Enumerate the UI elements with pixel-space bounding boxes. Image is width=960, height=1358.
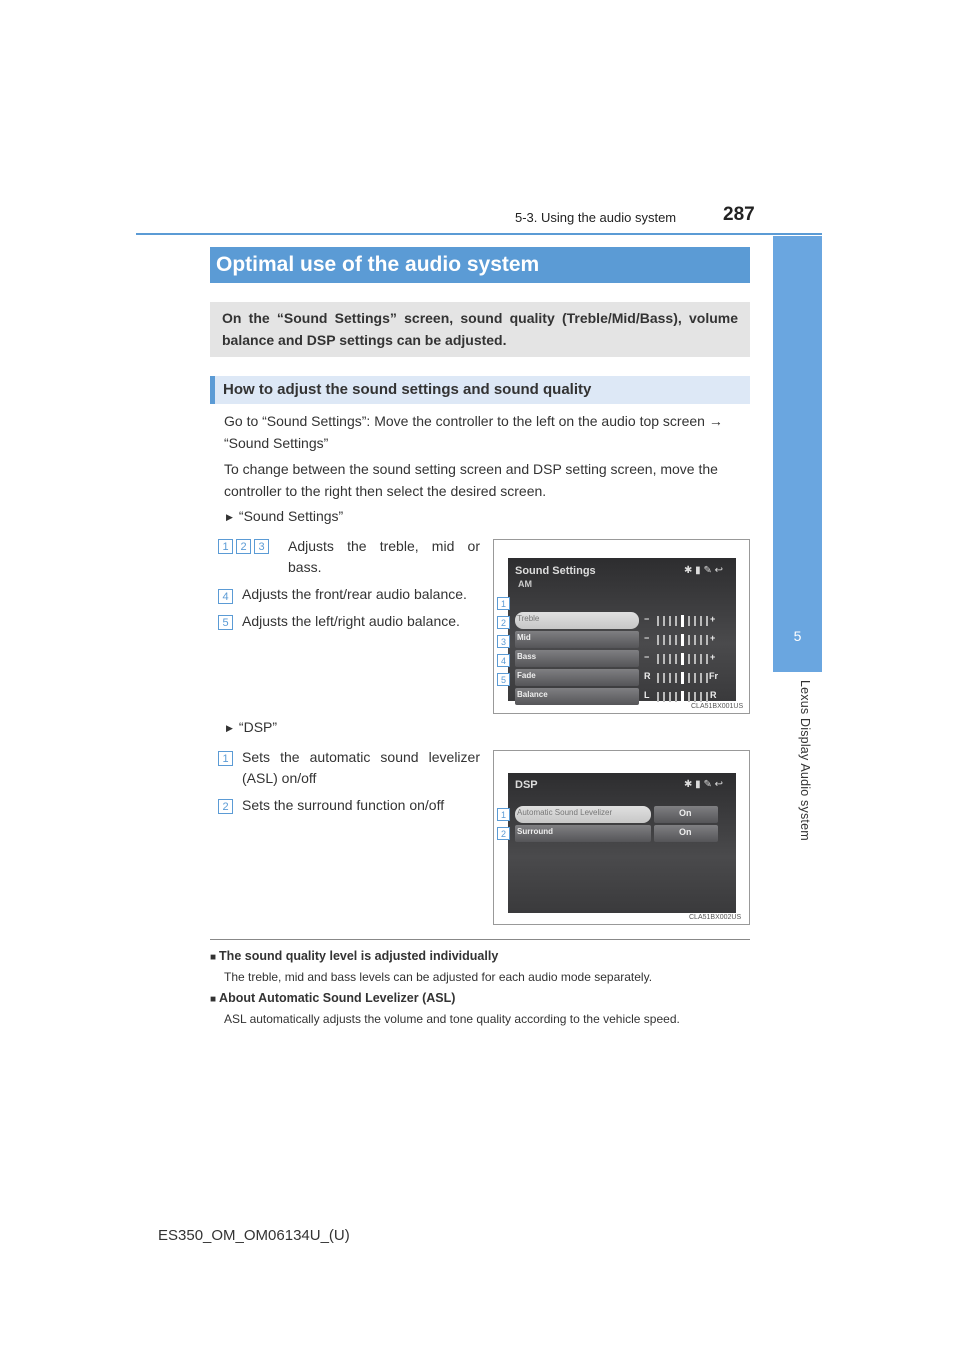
bullet-dsp: ▶“DSP”	[226, 719, 278, 735]
callout-number: 4	[497, 654, 510, 667]
page-title: Optimal use of the audio system	[210, 247, 750, 283]
row-treble[interactable]: Treble − +	[515, 612, 715, 629]
row-label: Mid	[517, 633, 531, 642]
minus-sign: −	[644, 614, 650, 624]
item-4-text: Adjusts the front/rear audio balance.	[242, 586, 467, 602]
row-label: Balance	[517, 690, 548, 699]
row-mid[interactable]: Mid − +	[515, 631, 715, 648]
callout-number: 5	[218, 615, 233, 630]
page-number: 287	[723, 204, 755, 225]
front-symbol: Fr	[709, 671, 718, 681]
square-bullet-icon: ■	[210, 952, 217, 963]
chapter-title: Lexus Display Audio system	[798, 680, 812, 841]
row-value: On	[679, 808, 692, 818]
triangle-icon: ▶	[226, 512, 233, 522]
subheading: How to adjust the sound settings and sou…	[210, 376, 750, 404]
status-icons: ✱ ▮ ✎ ↩	[684, 565, 723, 576]
callout-number: 4	[218, 589, 233, 604]
row-balance[interactable]: Balance L R	[515, 688, 717, 705]
item-5: 5	[218, 613, 236, 631]
sound-settings-screen: Sound Settings AM ✱ ▮ ✎ ↩ Treble − + Mid…	[508, 558, 736, 705]
note-body-1: The treble, mid and bass levels can be a…	[224, 970, 653, 984]
status-icons: ✱ ▮ ✎ ↩	[684, 779, 723, 790]
footer-code: ES350_OM_OM06134U_(U)	[158, 1227, 350, 1244]
callout-number: 1	[497, 808, 510, 821]
dsp-screenshot: DSP ✱ ▮ ✎ ↩ Automatic Sound Levelizer On…	[493, 750, 750, 925]
callout-number: 5	[497, 673, 510, 686]
intro-box: On the “Sound Settings” screen, sound qu…	[210, 302, 750, 357]
section-title: 5-3. Using the audio system	[515, 210, 677, 225]
row-bass[interactable]: Bass − +	[515, 650, 715, 667]
triangle-icon: ▶	[226, 723, 233, 733]
row-asl[interactable]: Automatic Sound Levelizer On	[515, 806, 718, 823]
right-symbol: R	[710, 690, 717, 700]
minus-sign: −	[644, 633, 650, 643]
row-fade[interactable]: Fade R Fr	[515, 669, 718, 686]
screen-source: AM	[518, 579, 532, 589]
paragraph-2: To change between the sound setting scre…	[224, 461, 718, 499]
row-label: Treble	[517, 614, 540, 623]
dsp-item-1: 1	[218, 749, 236, 767]
dsp-item-2-text: Sets the surround function on/off	[242, 797, 445, 813]
figure-caption: CLA51BX001US	[691, 703, 744, 710]
screen-title: DSP	[515, 779, 538, 791]
row-highlight	[515, 806, 651, 823]
item-1-2-3-text: Adjusts the treble, mid or bass.	[288, 538, 480, 575]
sound-settings-screenshot: Sound Settings AM ✱ ▮ ✎ ↩ Treble − + Mid…	[493, 539, 750, 714]
divider	[210, 939, 750, 940]
plus-sign: +	[710, 652, 716, 662]
level-meter	[657, 653, 708, 665]
row-surround[interactable]: Surround On	[515, 825, 718, 842]
dsp-screen: DSP ✱ ▮ ✎ ↩ Automatic Sound Levelizer On…	[508, 773, 736, 913]
square-bullet-icon: ■	[210, 994, 217, 1005]
level-meter	[657, 691, 708, 703]
callout-number: 2	[497, 827, 510, 840]
row-label: Bass	[517, 652, 537, 661]
rear-symbol: R	[644, 671, 651, 681]
plus-sign: +	[710, 633, 716, 643]
callout-number: 3	[497, 635, 510, 648]
callout-number: 2	[497, 616, 510, 629]
note-title-1: ■The sound quality level is adjusted ind…	[210, 949, 499, 963]
callout-number: 1	[218, 539, 233, 554]
left-symbol: L	[644, 690, 650, 700]
bullet-sound-settings: ▶“Sound Settings”	[226, 508, 344, 524]
figure-caption: CLA51BX002US	[689, 914, 742, 921]
header-rule	[136, 233, 822, 235]
screen-title: Sound Settings	[515, 565, 596, 577]
item-4: 4	[218, 587, 236, 605]
level-meter	[657, 672, 708, 684]
note-body-2: ASL automatically adjusts the volume and…	[224, 1012, 680, 1026]
row-label: Surround	[517, 827, 553, 836]
level-meter	[657, 615, 708, 627]
chapter-number: 5	[793, 628, 802, 644]
row-label: Fade	[517, 671, 536, 680]
callout-number: 2	[236, 539, 251, 554]
note-title-2: ■About Automatic Sound Levelizer (ASL)	[210, 991, 456, 1005]
callout-number: 3	[254, 539, 269, 554]
dsp-item-2: 2	[218, 797, 236, 815]
plus-sign: +	[710, 614, 716, 624]
row-label: Automatic Sound Levelizer	[517, 808, 613, 817]
row-value: On	[679, 827, 692, 837]
callout-number: 1	[497, 597, 510, 610]
row-highlight	[515, 612, 639, 629]
chapter-tab	[773, 236, 822, 672]
level-meter	[657, 634, 708, 646]
callout-number: 2	[218, 799, 233, 814]
callout-number: 1	[218, 751, 233, 766]
paragraph-1: Go to “Sound Settings”: Move the control…	[224, 413, 723, 451]
minus-sign: −	[644, 652, 650, 662]
item-5-text: Adjusts the left/right audio balance.	[242, 613, 460, 629]
dsp-item-1-text: Sets the automatic sound levelizer (ASL)…	[242, 749, 480, 786]
